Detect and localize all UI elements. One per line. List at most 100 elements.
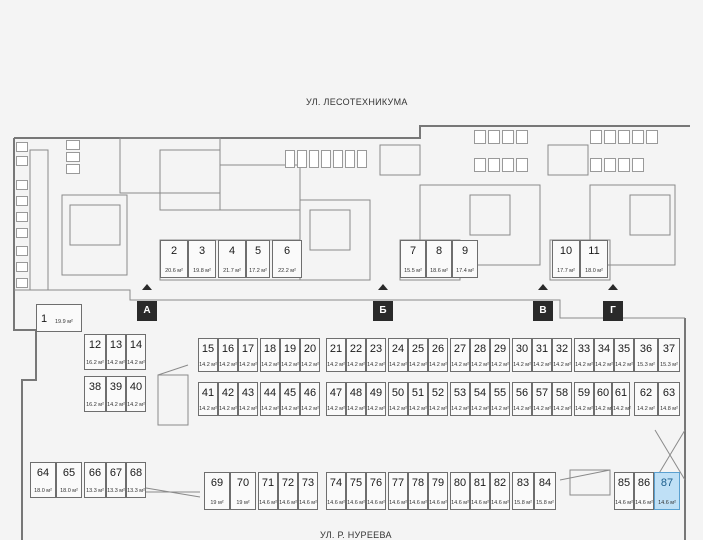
spot-area: 15.8 м²: [514, 500, 532, 506]
entrance-arrow-icon: [142, 284, 152, 290]
spot-area: 14.6 м²: [389, 500, 407, 506]
spot-number: 39: [109, 381, 123, 394]
storage-box: [16, 246, 28, 256]
spot-number: 69: [210, 477, 224, 490]
storage-box: [66, 152, 80, 162]
spot-area: 14.2 м²: [301, 406, 319, 412]
spot-area: 14.2 м²: [239, 362, 257, 368]
spot-number: 57: [535, 386, 549, 399]
spot-number: 80: [453, 477, 467, 490]
spot-number: 29: [493, 342, 507, 355]
spot-number: 75: [349, 477, 363, 490]
